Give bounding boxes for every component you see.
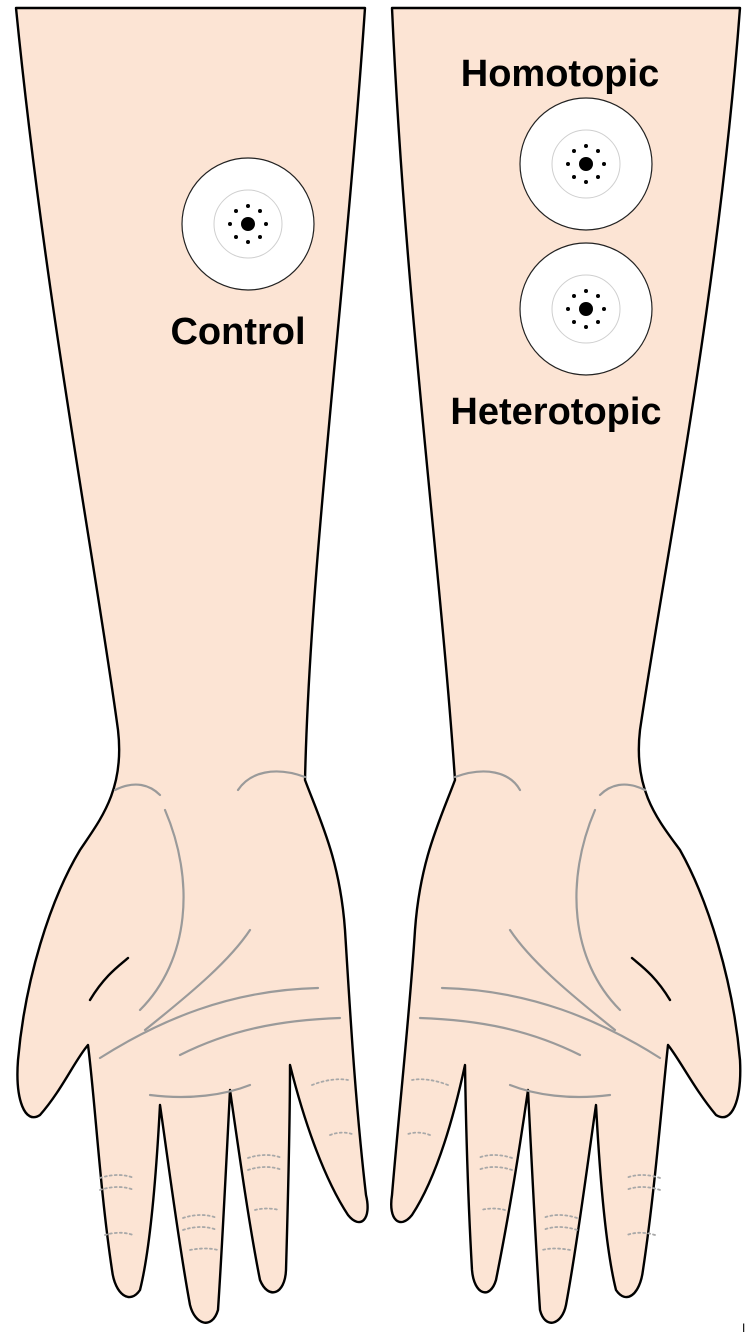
homotopic-label: Homotopic bbox=[461, 53, 659, 95]
pad-center-dot bbox=[579, 302, 593, 316]
corner-mark: I bbox=[742, 1321, 745, 1334]
homotopic-pad bbox=[520, 98, 652, 230]
control-pad bbox=[182, 158, 314, 290]
pad-center-dot bbox=[241, 217, 255, 231]
control-label: Control bbox=[170, 311, 305, 353]
heterotopic-label: Heterotopic bbox=[450, 391, 661, 433]
heterotopic-pad bbox=[520, 243, 652, 375]
pad-center-dot bbox=[579, 157, 593, 171]
